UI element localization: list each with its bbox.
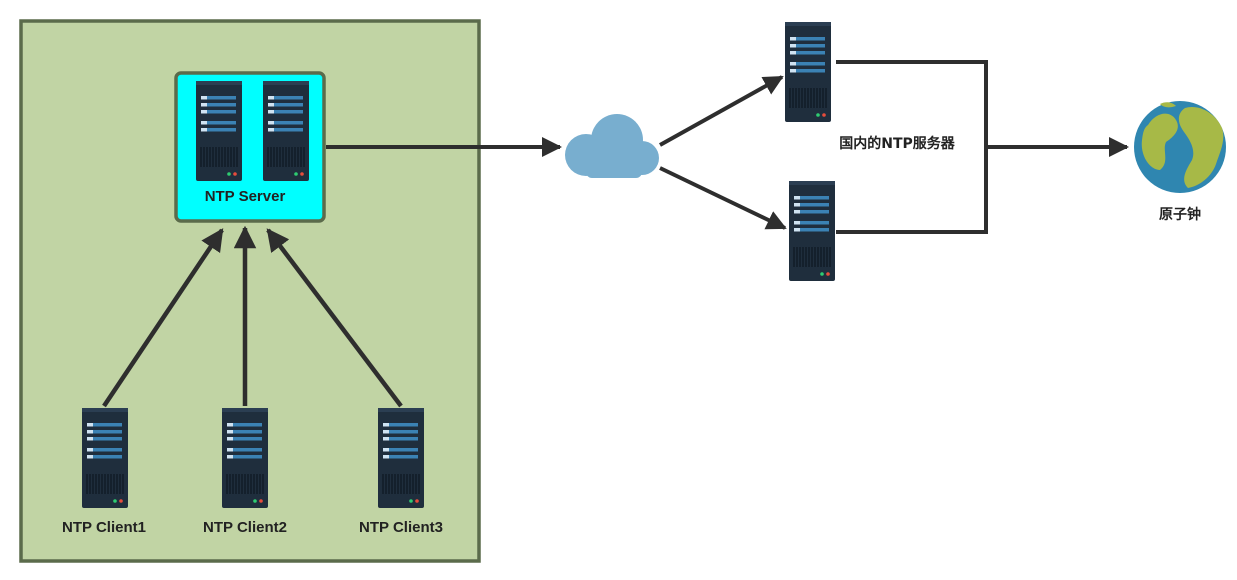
client1-label: NTP Client1 — [62, 519, 146, 536]
client2-label: NTP Client2 — [203, 519, 287, 536]
server-icon — [221, 407, 269, 509]
client1-arrow — [102, 228, 224, 408]
domestic-servers-label: 国内的NTP服务器 — [839, 135, 956, 152]
cloud-icon — [565, 114, 659, 178]
globe-icon — [1134, 101, 1226, 193]
server-icon — [784, 21, 832, 123]
client3-label: NTP Client3 — [359, 519, 443, 536]
server-icon — [788, 180, 836, 282]
server-icon — [377, 407, 425, 509]
ntp-server-label: NTP Server — [205, 188, 286, 205]
cloud-to-server-top-arrow — [659, 75, 784, 147]
cloud-to-server-bottom-arrow — [659, 166, 787, 230]
atomic-clock-label: 原子钟 — [1159, 206, 1201, 223]
server-icon — [195, 80, 243, 182]
server-icon — [262, 80, 310, 182]
client3-arrow — [266, 228, 403, 408]
server-icon — [81, 407, 129, 509]
